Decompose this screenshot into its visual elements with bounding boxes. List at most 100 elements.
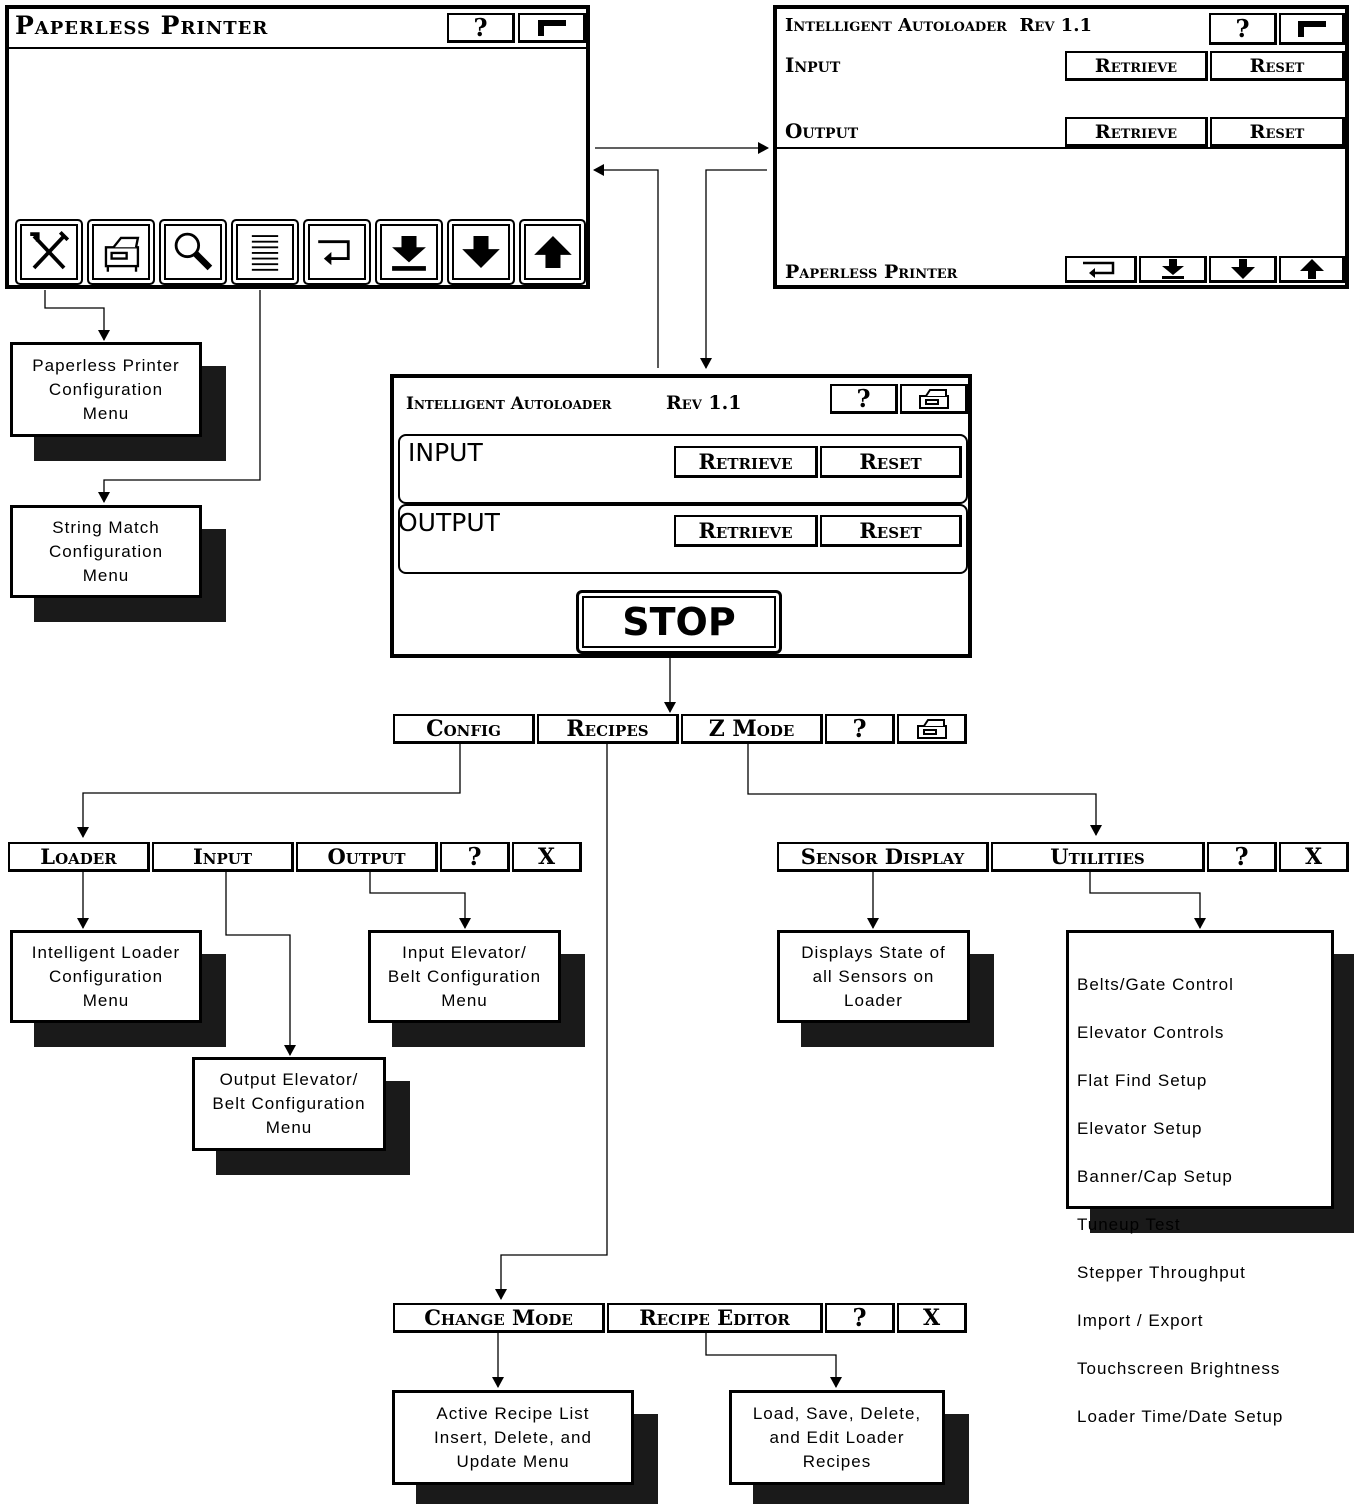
input-retrieve-button[interactable]: Retrieve: [674, 446, 818, 478]
scroll-down-button[interactable]: [1209, 256, 1277, 283]
input-elevator-config-box: Input Elevator/ Belt Configuration Menu: [368, 930, 585, 1047]
paperless-printer-button[interactable]: [900, 384, 968, 414]
input-panel: [398, 434, 968, 504]
string-match-button[interactable]: [231, 219, 299, 285]
help-button[interactable]: ?: [825, 1303, 895, 1333]
screen-title: Intelligent Autoloader Rev 1.1: [785, 15, 1092, 36]
help-button[interactable]: ?: [830, 384, 898, 414]
down-arrow-icon: [462, 236, 500, 268]
output-elevator-config-box: Output Elevator/ Belt Configuration Menu: [192, 1057, 410, 1175]
exit-button[interactable]: [1279, 13, 1345, 45]
output-reset-button[interactable]: Reset: [1210, 117, 1345, 147]
paperless-printer-config-box: Paperless Printer Configuration Menu: [10, 342, 226, 461]
download-button[interactable]: [375, 219, 443, 285]
help-button[interactable]: ?: [447, 13, 515, 43]
utility-item: Loader Time/Date Setup: [1077, 1407, 1284, 1426]
z-mode-button[interactable]: Z Mode: [681, 714, 823, 744]
download-icon: [392, 236, 426, 271]
help-button[interactable]: ?: [1207, 842, 1277, 872]
paperless-printer-screen: Paperless Printer ?: [5, 5, 590, 289]
box-text: Input Elevator/ Belt Configuration Menu: [368, 930, 561, 1023]
down-arrow-icon: [1230, 259, 1255, 279]
box-text: Intelligent Loader Configuration Menu: [10, 930, 202, 1023]
output-button[interactable]: Output: [296, 842, 438, 872]
box-text: String Match Configuration Menu: [10, 505, 202, 598]
scroll-up-button[interactable]: [1279, 256, 1345, 283]
printer-icon: [104, 236, 140, 272]
utility-item: Elevator Setup: [1077, 1119, 1203, 1138]
close-button[interactable]: X: [1279, 842, 1349, 872]
recipe-edit-box: Load, Save, Delete, and Edit Loader Reci…: [729, 1390, 969, 1504]
paperless-printer-label: Paperless Printer: [785, 261, 958, 283]
input-label: INPUT: [408, 438, 483, 467]
up-arrow-icon: [534, 236, 572, 268]
utility-item: Banner/Cap Setup: [1077, 1167, 1233, 1186]
autoloader-compact-screen: Intelligent Autoloader Rev 1.1 ? Input R…: [773, 5, 1349, 289]
input-button[interactable]: Input: [152, 842, 294, 872]
config-tools-button[interactable]: [15, 219, 83, 285]
input-label: Input: [785, 53, 841, 77]
utility-item: Flat Find Setup: [1077, 1071, 1208, 1090]
utility-item: Import / Export: [1077, 1311, 1204, 1330]
download-icon: [1161, 259, 1184, 279]
output-label: OUTPUT: [398, 508, 500, 537]
list-icon: [251, 235, 279, 271]
screen-title: Intelligent Autoloader: [406, 394, 612, 414]
exit-icon: [537, 19, 566, 36]
paperless-printer-button[interactable]: [897, 714, 967, 744]
scroll-down-button[interactable]: [447, 219, 515, 285]
screen-title: Paperless Printer: [15, 11, 269, 40]
utility-item: Elevator Controls: [1077, 1023, 1225, 1042]
utility-item: Stepper Throughput: [1077, 1263, 1246, 1282]
help-button[interactable]: ?: [1209, 13, 1277, 45]
output-reset-button[interactable]: Reset: [820, 515, 962, 547]
sensor-state-box: Displays State of all Sensors on Loader: [777, 930, 994, 1047]
close-button[interactable]: X: [512, 842, 582, 872]
magnifier-icon: [174, 232, 213, 271]
utility-item: Touchscreen Brightness: [1077, 1359, 1281, 1378]
printer-button[interactable]: [87, 219, 155, 285]
recipe-list-box: Active Recipe List Insert, Delete, and U…: [392, 1390, 658, 1504]
loader-button[interactable]: Loader: [8, 842, 150, 872]
scroll-up-button[interactable]: [519, 219, 586, 285]
input-retrieve-button[interactable]: Retrieve: [1065, 51, 1208, 81]
loader-config-box: Intelligent Loader Configuration Menu: [10, 930, 226, 1047]
return-button[interactable]: [303, 219, 371, 285]
sensor-display-button[interactable]: Sensor Display: [777, 842, 989, 872]
help-button[interactable]: ?: [440, 842, 510, 872]
search-button[interactable]: [159, 219, 227, 285]
help-button[interactable]: ?: [825, 714, 895, 744]
utilities-button[interactable]: Utilities: [991, 842, 1205, 872]
autoloader-main-screen: Intelligent Autoloader Rev 1.1 ? INPUT R…: [390, 374, 972, 658]
stop-button[interactable]: STOP: [576, 590, 782, 654]
return-button[interactable]: [1065, 256, 1137, 283]
return-icon: [318, 240, 350, 266]
printer-icon: [918, 388, 949, 409]
box-text: Displays State of all Sensors on Loader: [777, 930, 970, 1023]
return-icon: [1082, 261, 1114, 278]
box-text: Paperless Printer Configuration Menu: [10, 342, 202, 437]
config-button[interactable]: Config: [393, 714, 535, 744]
output-retrieve-button[interactable]: Retrieve: [1065, 117, 1208, 147]
utility-item: Tuneup Test: [1077, 1215, 1181, 1234]
tools-icon: [30, 230, 70, 270]
utility-item: Belts/Gate Control: [1077, 975, 1234, 994]
string-match-config-box: String Match Configuration Menu: [10, 505, 226, 622]
screen-divider: [777, 147, 1345, 149]
input-reset-button[interactable]: Reset: [820, 446, 962, 478]
output-panel: [398, 504, 968, 574]
exit-icon: [1297, 20, 1326, 37]
exit-button[interactable]: [518, 13, 586, 43]
screen-divider: [9, 47, 586, 49]
box-text: Output Elevator/ Belt Configuration Menu: [192, 1057, 386, 1151]
input-reset-button[interactable]: Reset: [1210, 51, 1345, 81]
output-retrieve-button[interactable]: Retrieve: [674, 515, 818, 547]
output-label: Output: [785, 119, 859, 143]
change-mode-button[interactable]: Change Mode: [393, 1303, 605, 1333]
close-button[interactable]: X: [897, 1303, 967, 1333]
recipe-editor-button[interactable]: Recipe Editor: [607, 1303, 823, 1333]
download-button[interactable]: [1139, 256, 1207, 283]
utilities-list: Belts/Gate Control Elevator Controls Fla…: [1066, 930, 1334, 1426]
box-text: Active Recipe List Insert, Delete, and U…: [392, 1390, 634, 1485]
recipes-button[interactable]: Recipes: [537, 714, 679, 744]
